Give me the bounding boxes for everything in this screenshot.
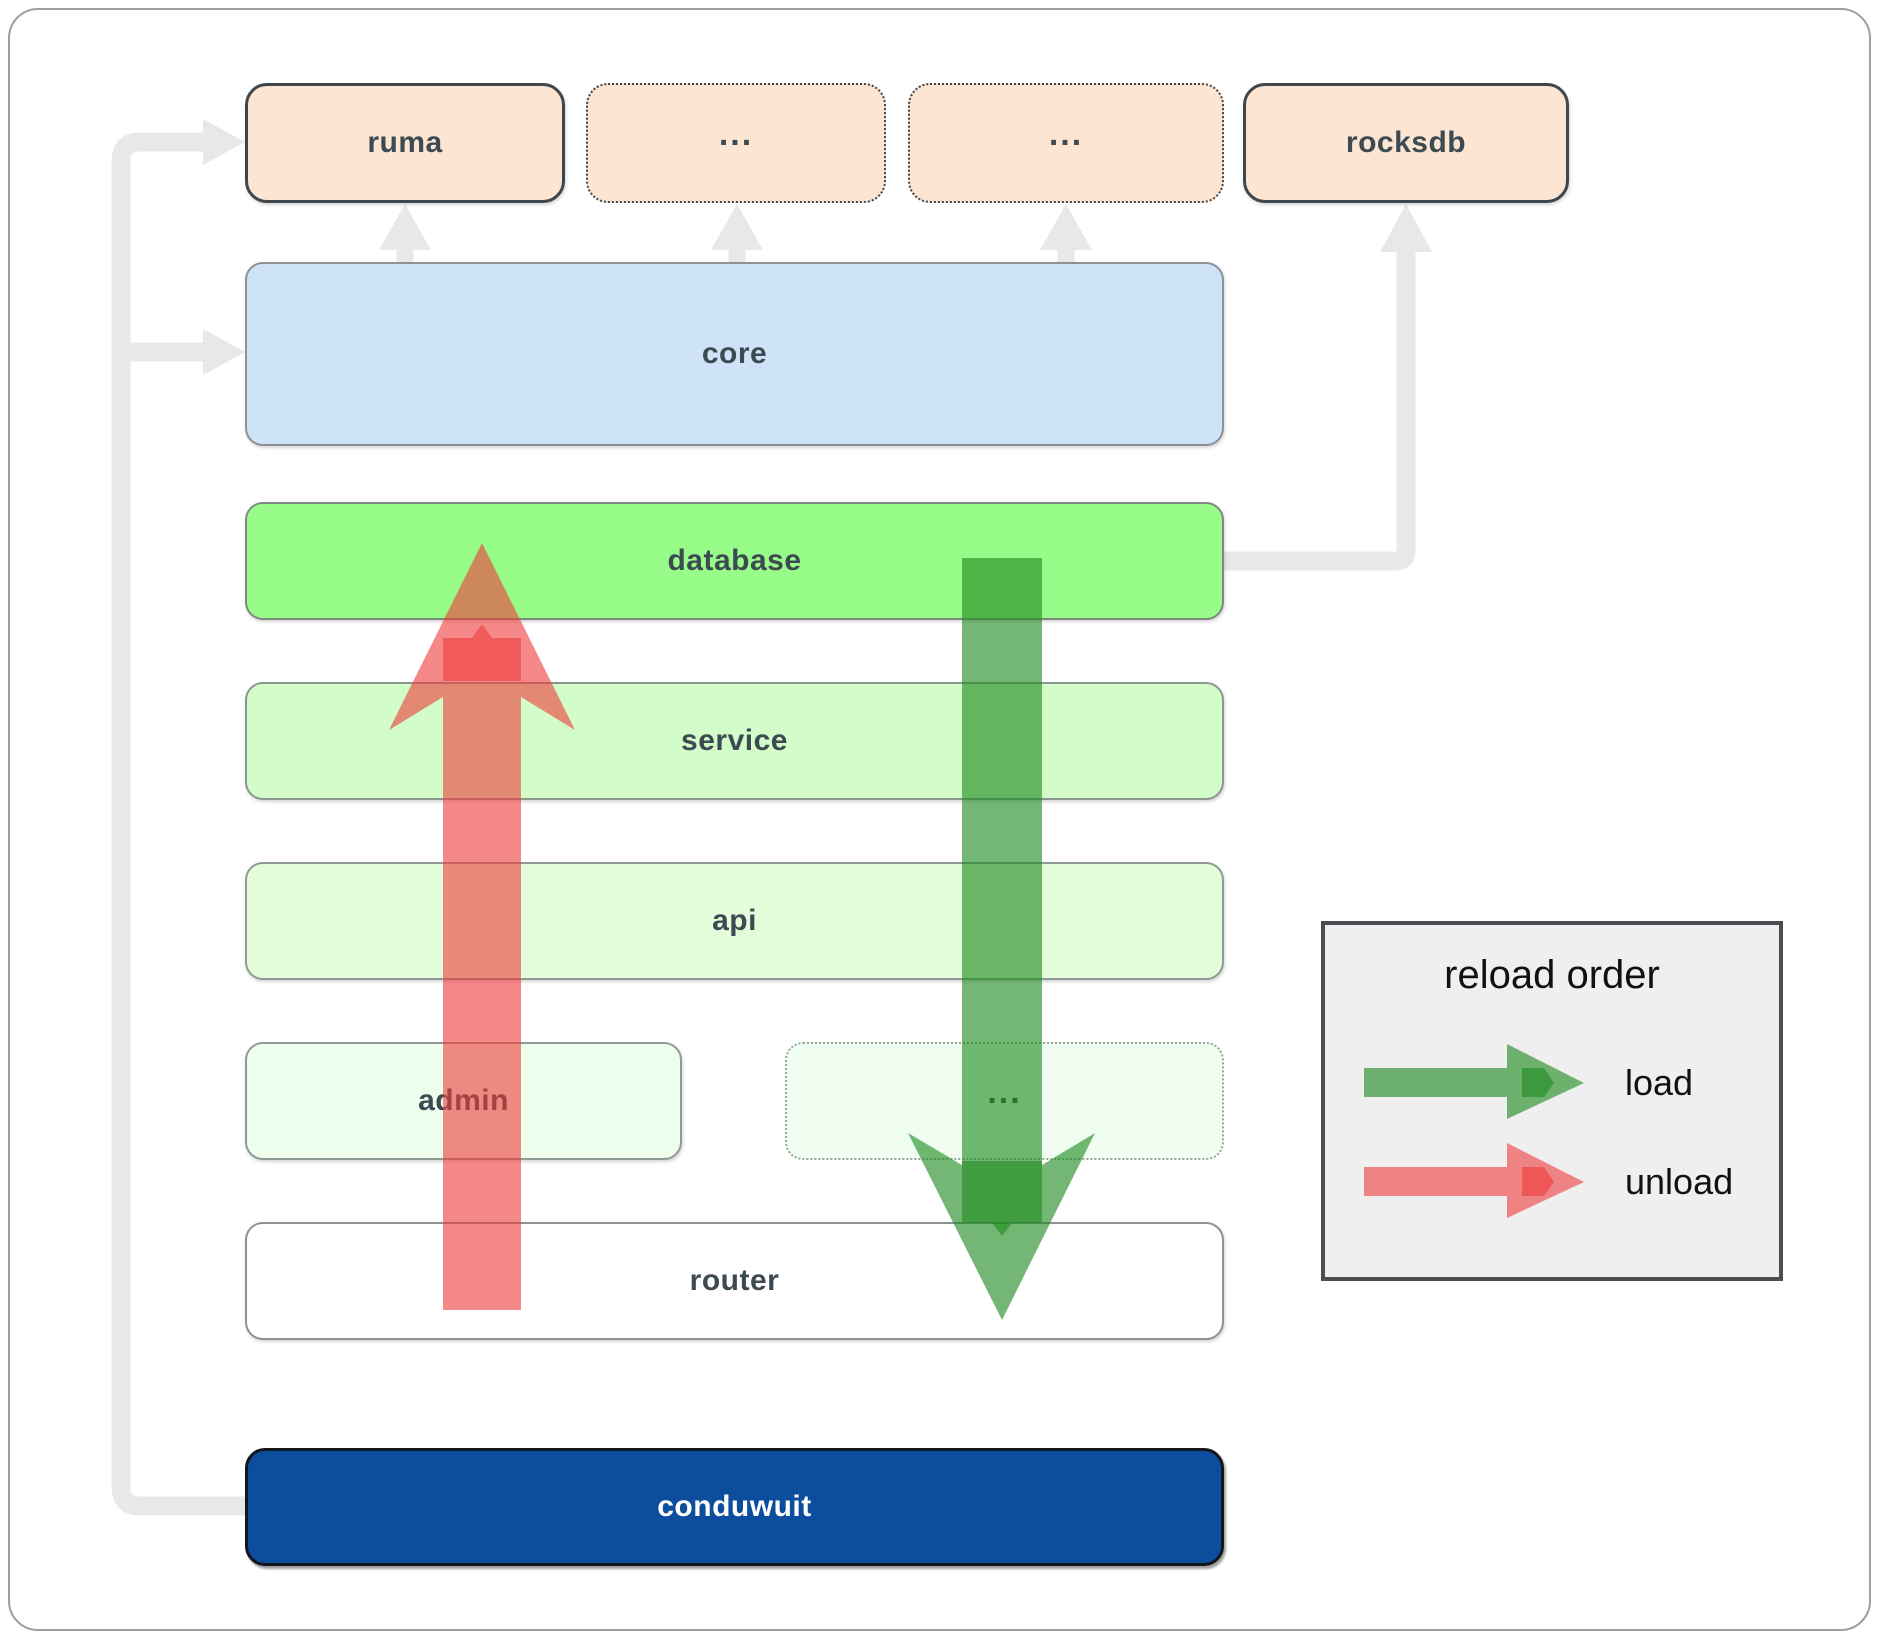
box-service: service <box>245 682 1224 800</box>
box-rocksdb-label: rocksdb <box>1345 126 1467 159</box>
box-database-label: database <box>667 544 802 577</box>
legend-load-arrow-shape <box>1364 1044 1584 1119</box>
legend-panel: reload order load unload <box>1321 921 1783 1281</box>
box-ext-top-2-label: ... <box>1048 115 1084 154</box>
box-api: api <box>245 862 1224 980</box>
legend-unload-arrow-shape <box>1364 1143 1584 1218</box>
box-ruma: ruma <box>245 83 565 203</box>
arrowhead-into-ruma-icon <box>203 119 245 165</box>
box-ext-top-1-label: ... <box>718 115 754 154</box>
legend-item-unload: unload <box>1325 1132 1779 1232</box>
box-service-label: service <box>681 724 788 757</box>
box-conduwuit-label: conduwuit <box>657 1490 812 1523</box>
arrowhead-up-ruma-icon <box>379 204 431 250</box>
database-to-rocksdb-connector <box>1224 248 1416 571</box>
box-conduwuit: conduwuit <box>245 1448 1224 1566</box>
conduwuit-to-ruma-connector <box>111 132 245 1516</box>
box-ext-top-2: ... <box>908 83 1224 203</box>
arrowhead-up-ext2-icon <box>1040 204 1092 250</box>
box-database: database <box>245 502 1224 620</box>
box-ext-top-1: ... <box>586 83 886 203</box>
green-right-arrow-icon <box>1364 1044 1584 1119</box>
legend-title: reload order <box>1444 953 1660 997</box>
box-admin: admin <box>245 1042 682 1160</box>
box-router: router <box>245 1222 1224 1340</box>
box-core: core <box>245 262 1224 446</box>
red-right-arrow-icon <box>1364 1143 1584 1218</box>
box-core-label: core <box>701 337 768 370</box>
box-ext-mid-label: ... <box>987 1073 1022 1112</box>
legend-unload-label: unload <box>1625 1161 1734 1202</box>
box-admin-label: admin <box>418 1084 509 1117</box>
box-rocksdb: rocksdb <box>1243 83 1569 203</box>
box-ruma-label: ruma <box>367 126 443 159</box>
box-router-label: router <box>689 1264 780 1297</box>
arrowhead-up-rocksdb-icon <box>1380 204 1432 252</box>
legend-unload-arrow-overlap <box>1522 1167 1554 1196</box>
legend-load-label: load <box>1625 1062 1694 1103</box>
legend-item-load: load <box>1325 1033 1779 1133</box>
box-api-label: api <box>712 904 757 937</box>
legend-load-arrow-overlap <box>1522 1068 1554 1097</box>
arrowhead-into-core-icon <box>203 329 245 375</box>
box-ext-mid: ... <box>785 1042 1224 1160</box>
arrowhead-up-ext1-icon <box>711 204 763 250</box>
